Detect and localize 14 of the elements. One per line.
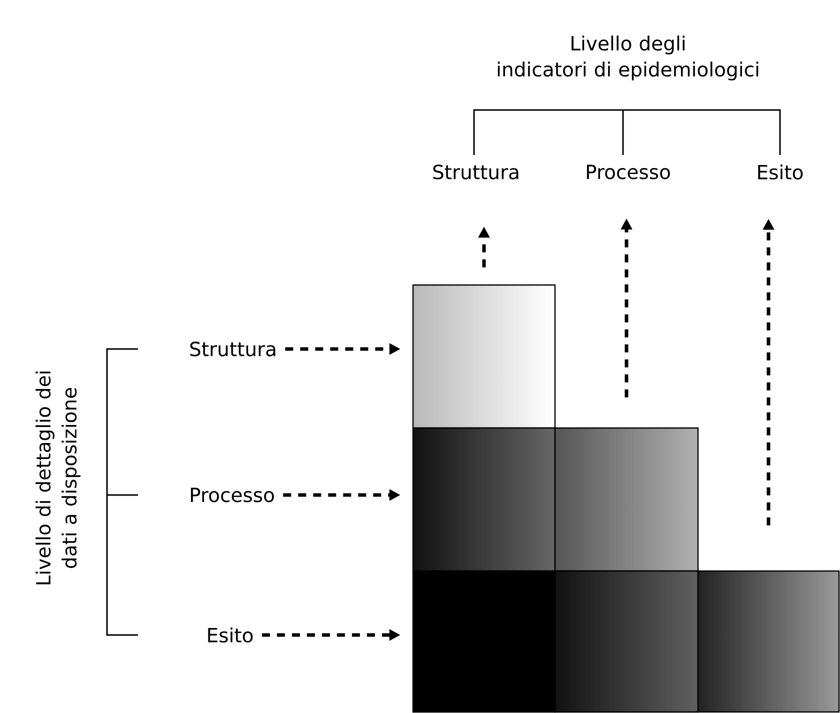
level-label: Processo <box>586 164 670 180</box>
shaded-square <box>412 570 556 713</box>
level-label: Struttura <box>433 164 518 180</box>
axis-title: Livello degli indicatori di epidemiologici <box>498 36 758 80</box>
shaded-square <box>554 570 699 713</box>
shaded-square <box>697 570 840 713</box>
level-label: Esito <box>758 164 803 180</box>
level-label: Processo <box>190 488 274 502</box>
level-label: Struttura <box>190 342 276 356</box>
shaded-square <box>554 427 699 572</box>
shaded-square <box>412 427 556 572</box>
level-label: Esito <box>208 627 253 643</box>
axis-title: Livello di dettaglio dei dati a disposizione <box>36 372 80 584</box>
shaded-square <box>412 284 556 429</box>
